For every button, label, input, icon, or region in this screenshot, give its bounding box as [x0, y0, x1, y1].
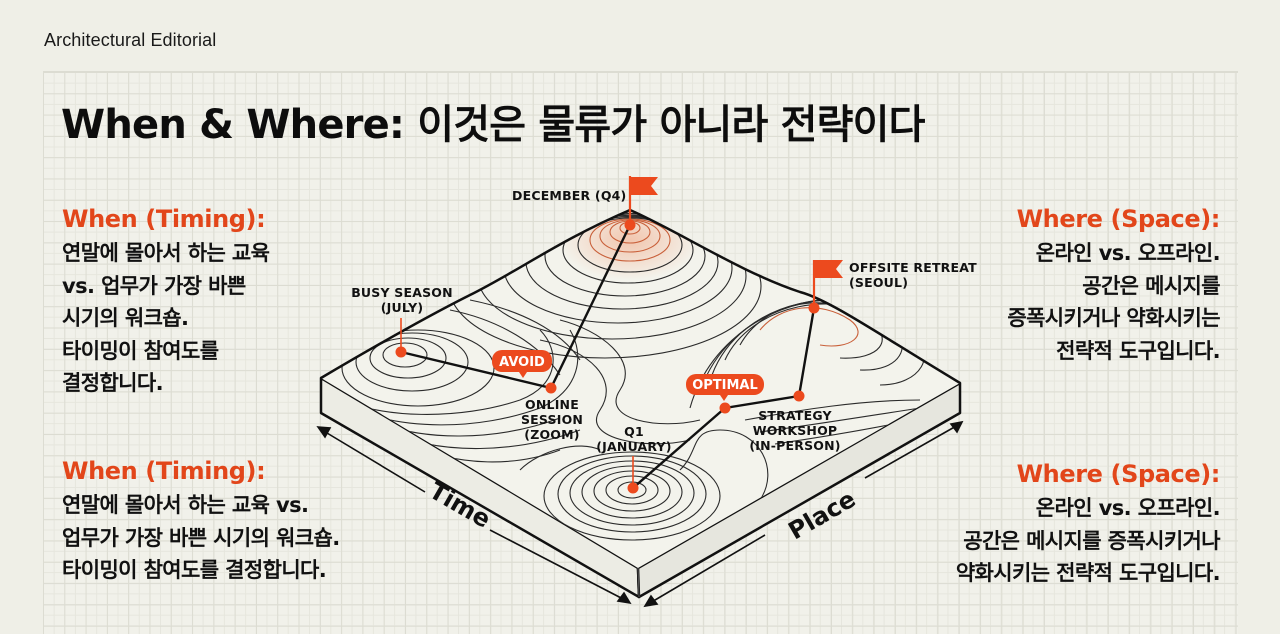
where-heading: Where (Space):	[1016, 205, 1221, 233]
workshop-label-1: STRATEGY	[758, 408, 832, 423]
optimal-badge: OPTIMAL	[686, 374, 764, 401]
brand-label: Architectural Editorial	[44, 30, 217, 50]
when-heading: When (Timing):	[62, 205, 266, 233]
busy-season-marker	[395, 318, 407, 358]
flag-icon	[631, 177, 658, 195]
axis-arrows	[316, 420, 964, 608]
text-line: 약화시키는 전략적 도구입니다.	[955, 561, 1221, 585]
text-line: 온라인 vs. 오프라인.	[1035, 241, 1221, 265]
offsite-marker	[808, 260, 843, 314]
busy-season-label-2: (JULY)	[381, 300, 424, 315]
text-line: 증폭시키거나 약화시키는	[1007, 306, 1220, 330]
flag-icon	[815, 260, 843, 278]
online-label-2: SESSION	[521, 412, 583, 427]
text-line: 타이밍이 참여도를 결정합니다.	[62, 558, 327, 582]
december-marker	[624, 176, 658, 231]
avoid-badge: AVOID	[492, 350, 552, 378]
text-line: 시기의 워크숍.	[62, 306, 189, 330]
where-block-top: Where (Space): 온라인 vs. 오프라인. 공간은 메시지를 증폭…	[1007, 205, 1220, 367]
text-line: 업무가 가장 바쁜 시기의 워크숍.	[62, 525, 340, 550]
offsite-label-2: (SEOUL)	[849, 275, 908, 290]
block-edge	[637, 567, 640, 598]
terrain-block	[319, 210, 962, 599]
busy-season-label-1: BUSY SEASON	[351, 285, 453, 300]
where-block-bottom: Where (Space): 온라인 vs. 오프라인. 공간은 메시지를 증폭…	[955, 460, 1221, 590]
q1-marker	[627, 456, 639, 494]
when-heading: When (Timing):	[62, 457, 266, 485]
q1-label-2: (JANUARY)	[596, 439, 671, 454]
q1-label-1: Q1	[624, 424, 644, 439]
text-line: 공간은 메시지를 증폭시키거나	[963, 528, 1220, 553]
page-title: When & Where: 이것은 물류가 아니라 전략이다	[61, 102, 925, 148]
svg-text:OPTIMAL: OPTIMAL	[692, 378, 758, 393]
svg-text:AVOID: AVOID	[499, 355, 545, 370]
online-session-marker	[545, 382, 557, 394]
text-line: 결정합니다.	[62, 371, 164, 395]
workshop-label-3: (IN-PERSON)	[749, 438, 840, 453]
text-line: 전략적 도구입니다.	[1056, 338, 1220, 363]
online-label-1: ONLINE	[525, 397, 579, 412]
workshop-label-2: WORKSHOP	[753, 423, 838, 438]
text-line: 공간은 메시지를	[1082, 273, 1220, 298]
december-label: DECEMBER (Q4)	[512, 188, 626, 203]
when-block-bottom: When (Timing): 연말에 몰아서 하는 교육 vs. 업무가 가장 …	[62, 457, 340, 587]
text-line: vs. 업무가 가장 바쁜	[62, 273, 246, 298]
when-block-top: When (Timing): 연말에 몰아서 하는 교육 vs. 업무가 가장 …	[62, 205, 270, 400]
text-line: 온라인 vs. 오프라인.	[1035, 496, 1221, 520]
where-heading: Where (Space):	[1016, 460, 1221, 488]
workshop-marker	[793, 390, 805, 402]
text-line: 연말에 몰아서 하는 교육 vs.	[62, 493, 309, 517]
text-line: 연말에 몰아서 하는 교육	[62, 241, 270, 265]
text-line: 타이밍이 참여도를	[62, 338, 219, 363]
optimal-marker	[719, 402, 731, 414]
offsite-label-1: OFFSITE RETREAT	[849, 260, 977, 275]
online-label-3: (ZOOM)	[524, 427, 579, 442]
